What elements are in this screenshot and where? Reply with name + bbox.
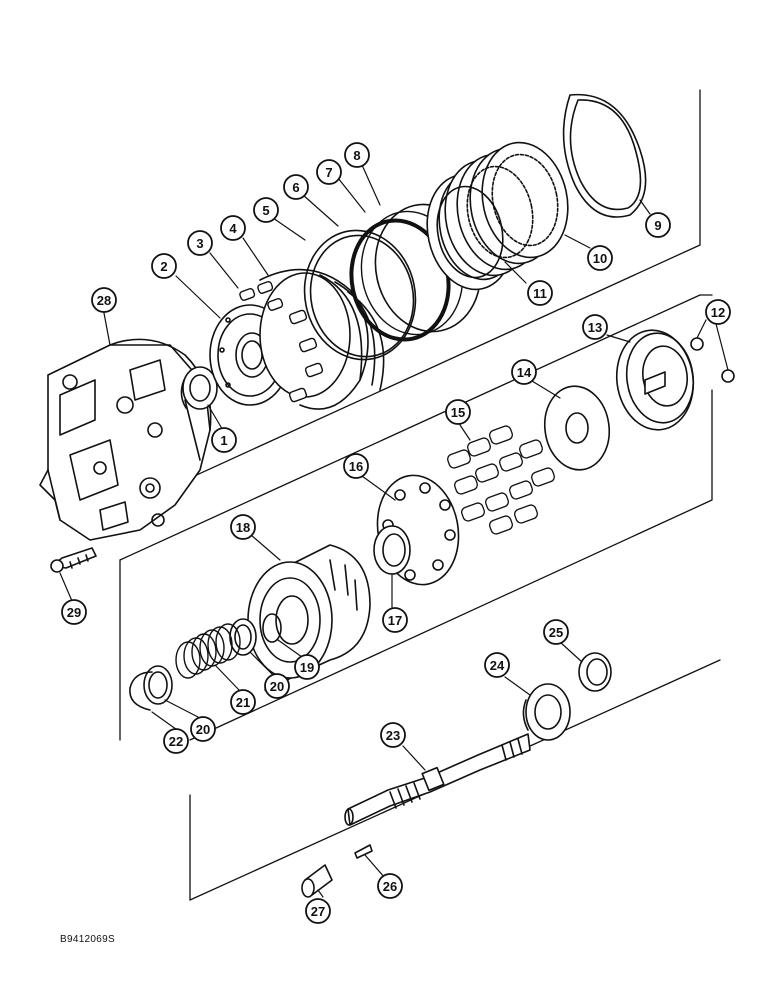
callout-11: 11 [527,280,553,306]
callout-7: 7 [316,159,342,185]
svg-text:13: 13 [588,320,602,335]
callout-26: 26 [377,873,403,899]
svg-text:4: 4 [229,221,237,236]
part-washer-lower [143,665,173,705]
callout-3: 3 [187,230,213,256]
callout-22: 22 [163,728,189,754]
svg-text:16: 16 [349,459,363,474]
svg-text:24: 24 [490,658,505,673]
callout-24: 24 [484,652,510,678]
callout-25: 25 [543,619,569,645]
svg-text:26: 26 [383,879,397,894]
callout-9: 9 [645,212,671,238]
callout-27: 27 [305,898,331,924]
callout-21: 21 [230,689,256,715]
svg-text:1: 1 [220,433,227,448]
part-thrust-plate [543,385,611,471]
svg-text:3: 3 [196,236,203,251]
svg-text:12: 12 [711,305,725,320]
svg-text:10: 10 [593,251,607,266]
callout-4: 4 [220,215,246,241]
callout-23: 23 [380,722,406,748]
part-pistons [447,425,555,535]
svg-text:17: 17 [388,613,402,628]
part-spring-21 [175,623,241,679]
part-springs [239,280,324,403]
svg-text:20: 20 [270,679,284,694]
callout-19: 19 [294,654,320,680]
part-motor-housing [39,338,212,541]
part-disc-stack [426,141,569,291]
svg-text:9: 9 [654,218,661,233]
svg-text:28: 28 [97,293,111,308]
part-pin [354,844,373,859]
svg-text:21: 21 [236,695,250,710]
callout-18: 18 [230,514,256,540]
svg-text:22: 22 [169,734,183,749]
callout-20-upper: 20 [264,673,290,699]
callout-28: 28 [91,287,117,313]
callouts: 1 2 3 4 5 6 7 8 9 10 11 12 13 14 15 16 1… [61,142,731,924]
part-cover [615,329,695,431]
svg-text:5: 5 [262,203,269,218]
part-ring-5 [303,229,417,361]
svg-text:11: 11 [533,286,547,301]
part-bushing [301,864,333,898]
callout-6: 6 [283,174,309,200]
part-washer-upper [229,618,257,656]
part-end-plate [562,93,647,218]
callout-15: 15 [445,399,471,425]
svg-text:6: 6 [292,180,299,195]
callout-20-lower: 20 [190,716,216,742]
part-guide-ball [373,525,411,575]
svg-text:8: 8 [353,148,360,163]
callout-13: 13 [582,314,608,340]
callout-5: 5 [253,197,279,223]
svg-text:23: 23 [386,728,400,743]
figure-code: B9412069S [60,934,115,945]
callout-2: 2 [151,253,177,279]
part-shaft [344,733,531,826]
part-cylinder-block [247,544,371,691]
callout-10: 10 [587,245,613,271]
callout-29: 29 [61,599,87,625]
callout-14: 14 [511,359,537,385]
svg-text:27: 27 [311,904,325,919]
callout-1: 1 [211,427,237,453]
svg-text:15: 15 [451,405,465,420]
part-seal [578,652,612,692]
part-snap-ring [129,671,153,711]
svg-text:2: 2 [160,259,167,274]
svg-text:18: 18 [236,520,250,535]
svg-text:7: 7 [325,165,332,180]
part-bearing-24 [522,683,571,741]
part-balls [690,337,735,383]
svg-text:19: 19 [300,660,314,675]
svg-text:14: 14 [517,365,532,380]
callout-16: 16 [343,453,369,479]
callout-12: 12 [705,299,731,325]
part-bearing-1 [180,366,218,410]
callout-8: 8 [344,142,370,168]
callout-17: 17 [382,607,408,633]
svg-text:29: 29 [67,605,81,620]
svg-text:25: 25 [549,625,563,640]
part-fitting [50,547,97,573]
svg-text:20: 20 [196,722,210,737]
part-retainer-19 [262,613,282,643]
